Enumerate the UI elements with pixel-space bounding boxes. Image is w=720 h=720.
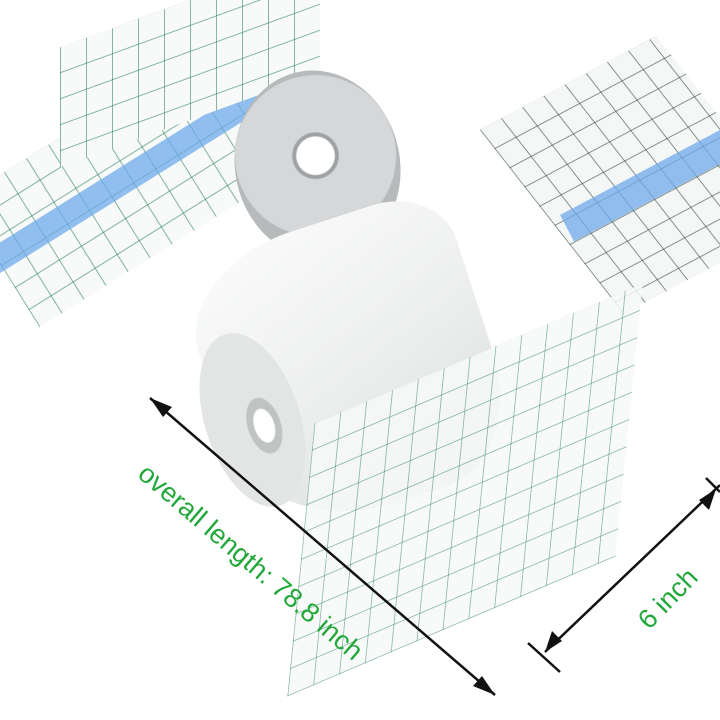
length-dimension-arrow	[149, 397, 720, 696]
